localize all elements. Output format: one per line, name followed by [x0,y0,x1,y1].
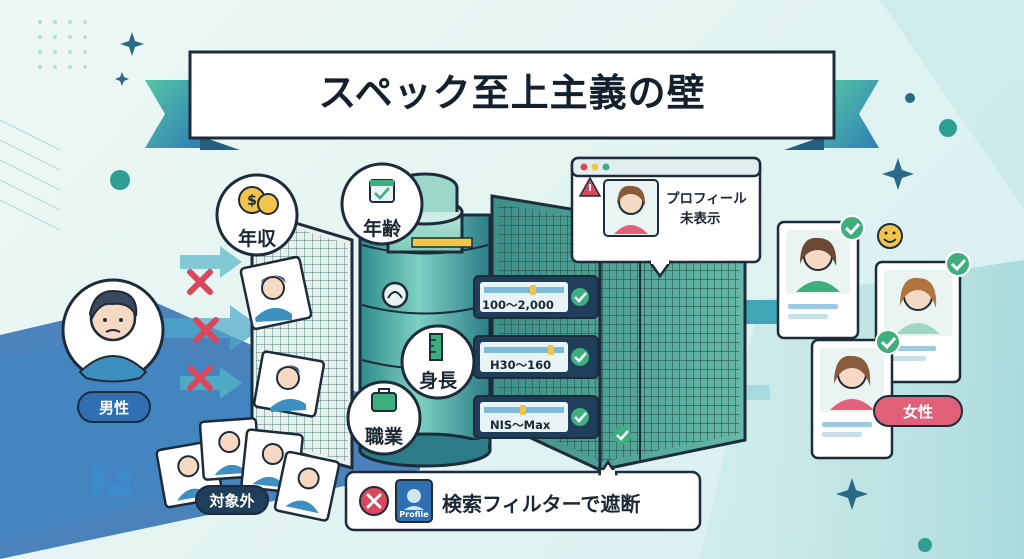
height-range-text: H30〜160 [490,358,552,372]
job-range-text: NIS〜Max [490,418,551,432]
female-card-2 [874,260,962,384]
smile-icon [877,223,903,249]
female-card-1 [776,220,860,340]
block-banner [344,459,702,532]
callout-line-2: 未表示 [680,211,721,227]
female-card-3 [810,338,894,460]
height-circle [400,324,476,400]
male-pill [77,391,151,423]
male-avatar [61,278,165,383]
excluded-pill [195,485,269,515]
approved-check-icons [839,215,971,355]
banner-text: 検索フィルターで遮断 [442,492,641,516]
age-circle [340,162,424,246]
job-label: 職業 [364,426,403,448]
pass-check-icon [613,426,631,444]
height-label: 身長 [418,370,457,392]
logo-mark [92,466,130,496]
income-range-text: 100〜2,000 [482,298,554,312]
hidden-profile-callout [570,156,762,279]
age-label: 年齢 [362,218,401,240]
female-label: 女性 [902,403,933,421]
blocked-photo-bottom [252,350,326,418]
page-title: スペック至上主義の壁 [318,71,706,115]
svg-text:$: $ [247,193,257,209]
meter-height [473,335,599,379]
meter-job [473,395,599,439]
profile-tag: Profile [399,510,429,519]
income-label: 年収 [237,228,276,250]
income-circle: $ [215,173,299,257]
job-circle [346,380,422,456]
female-pill [873,395,963,427]
male-label: 男性 [98,399,129,417]
title-ribbon [145,50,879,150]
callout-line-1: プロフィール [666,191,747,207]
rejection-marks [187,269,219,391]
excluded-label: 対象外 [209,492,255,510]
blocked-photo-top [239,255,313,331]
meter-income [473,275,599,319]
